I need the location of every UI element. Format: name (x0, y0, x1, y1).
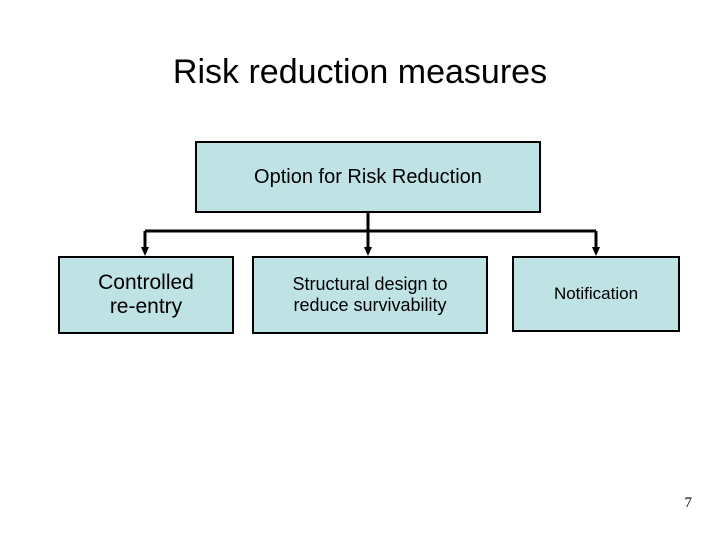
page-number: 7 (684, 495, 693, 511)
diagram-node-label: Controlled re-entry (98, 270, 194, 318)
diagram-node-label: Notification (553, 284, 639, 304)
diagram-node-notification[interactable]: Notification (512, 256, 680, 332)
diagram-node-controlled-re-entry[interactable]: Controlled re-entry (58, 256, 234, 334)
diagram-node-structural-design[interactable]: Structural design to reduce survivabilit… (252, 256, 488, 334)
page-title: Risk reduction measures (172, 53, 548, 91)
diagram-node-label: Structural design to reduce survivabilit… (292, 274, 448, 315)
diagram-node-label: Option for Risk Reduction (254, 165, 482, 188)
diagram-node-option-for-risk-reduction[interactable]: Option for Risk Reduction (195, 141, 541, 213)
